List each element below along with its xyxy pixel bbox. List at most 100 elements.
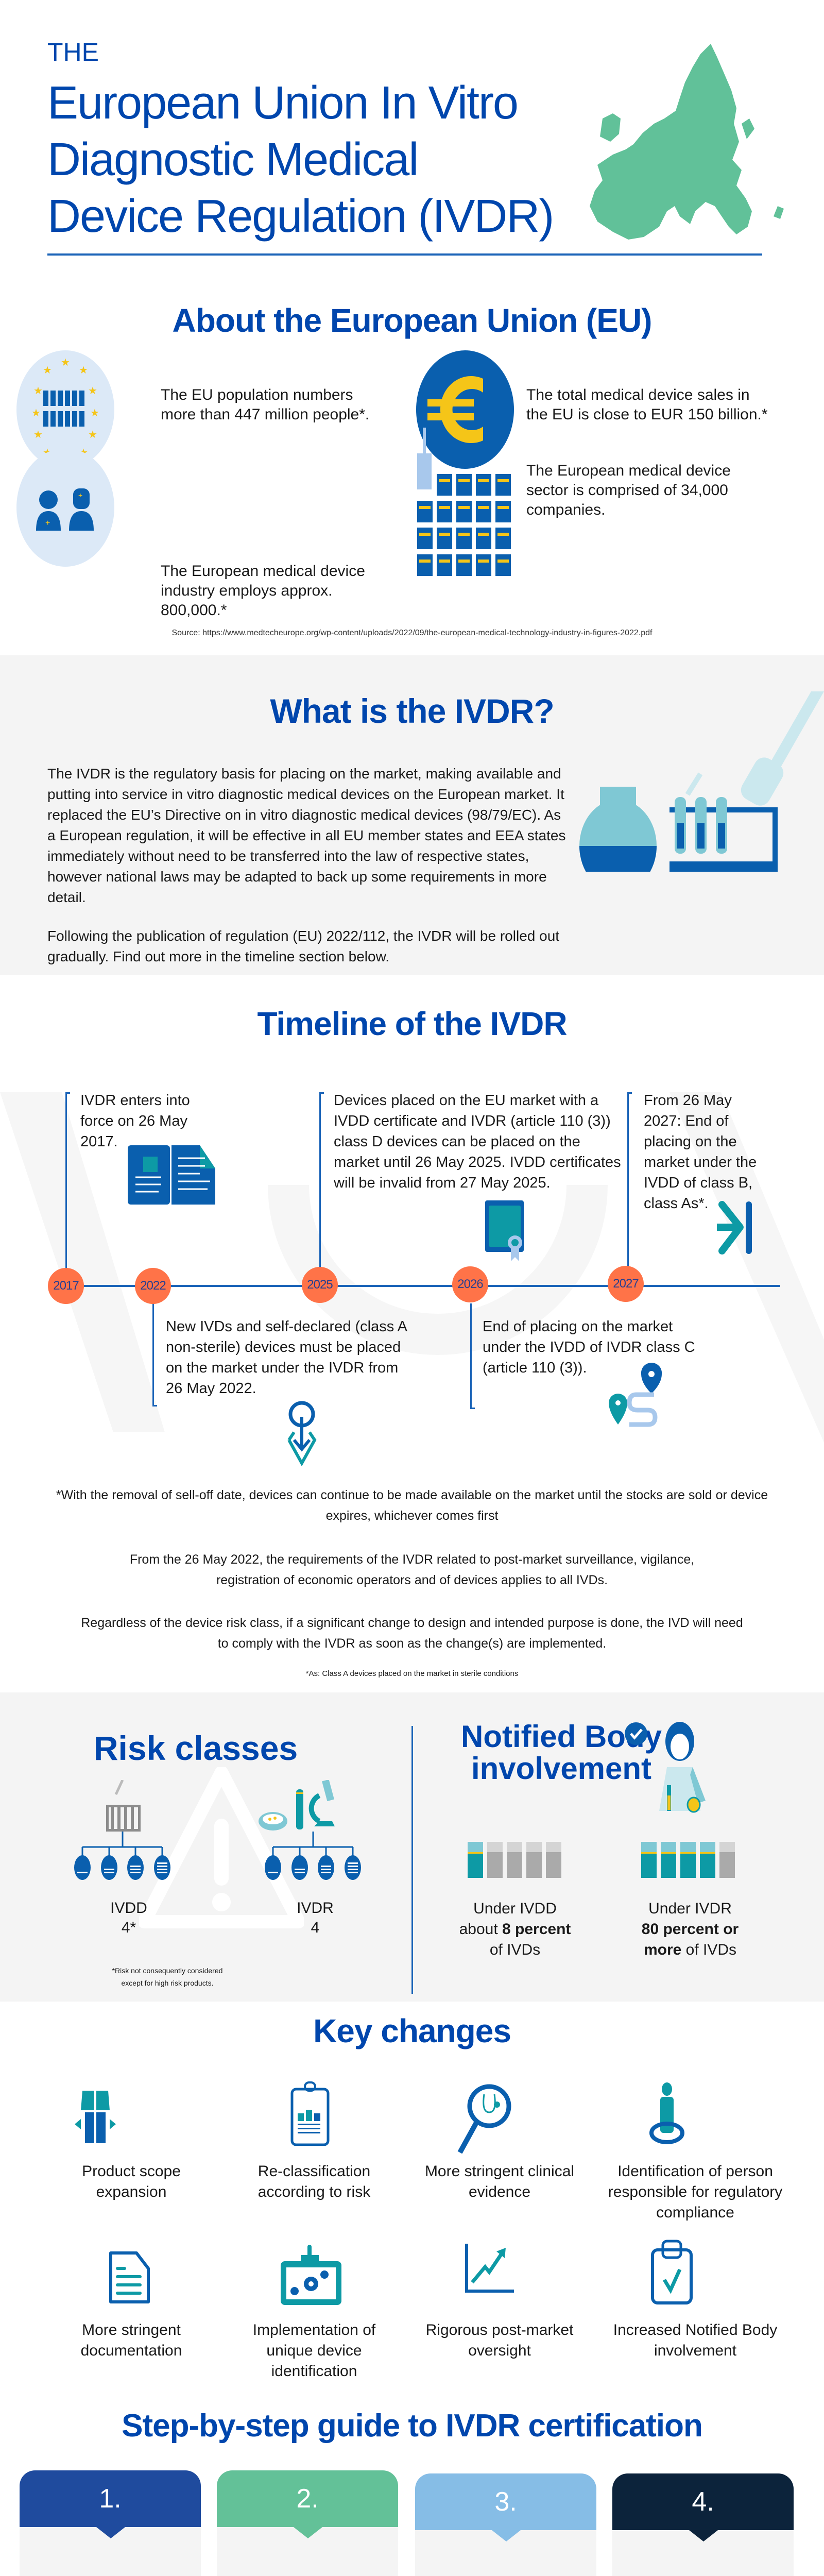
section-divider bbox=[411, 1726, 413, 1994]
step-4-number: 4. bbox=[612, 2473, 794, 2530]
timeline-tick bbox=[65, 1092, 70, 1094]
svg-text:★: ★ bbox=[43, 364, 52, 376]
what-is-paragraph-1: The IVDR is the regulatory basis for pla… bbox=[47, 766, 566, 905]
step-4-pointer bbox=[689, 2530, 718, 2541]
fact-population: The EU population numbers more than 447 … bbox=[161, 386, 370, 423]
step-3-pointer bbox=[492, 2530, 521, 2541]
ivdr-risk-label: IVDR 4 bbox=[297, 1900, 334, 1936]
year-2025-marker: 2025 bbox=[302, 1267, 338, 1303]
person-target-icon bbox=[649, 2082, 684, 2144]
key-change-label: Rigorous post-market oversight bbox=[425, 2321, 574, 2359]
box-expand-icon bbox=[75, 2091, 116, 2143]
europe-map-icon bbox=[590, 44, 784, 240]
year-2022-marker: 2022 bbox=[135, 1268, 171, 1304]
timeline-footnote: *As: Class A devices placed on the marke… bbox=[305, 1669, 519, 1678]
certificate-icon bbox=[485, 1200, 524, 1261]
svg-text:★: ★ bbox=[88, 428, 97, 440]
badge-gears-icon bbox=[281, 2245, 341, 2305]
what-is-title: What is the IVDR? bbox=[270, 692, 554, 730]
reclassification-chart-icon bbox=[290, 2081, 330, 2146]
key-change-label: More stringent clinical evidence bbox=[424, 2163, 575, 2200]
timeline-tick bbox=[470, 1408, 475, 1409]
ivdd-risk-tree bbox=[74, 1780, 170, 1880]
about-source: Source: https://www.medtecheurope.org/wp… bbox=[171, 629, 653, 637]
euro-icon bbox=[416, 350, 514, 469]
svg-text:+: + bbox=[45, 519, 50, 528]
companies-buildings-icon bbox=[416, 428, 514, 577]
lab-flask-icon bbox=[579, 691, 824, 872]
ivdr-risk-tree bbox=[259, 1780, 361, 1880]
hero-kicker: THE bbox=[47, 38, 99, 66]
year-2027-marker: 2027 bbox=[608, 1266, 644, 1302]
key-change-label: More stringent documentation bbox=[80, 2321, 182, 2359]
key-change-label: Identification of person responsible for… bbox=[608, 2163, 783, 2221]
timeline-note-1: *With the removal of sell-off date, devi… bbox=[56, 1488, 768, 1523]
notified-body-title: Notified Body involvement bbox=[461, 1719, 662, 1786]
fact-companies: The European medical device sector is co… bbox=[526, 462, 731, 518]
year-2026-marker: 2026 bbox=[452, 1266, 488, 1302]
ivdr-vials-chart bbox=[641, 1842, 735, 1878]
ivdd-involvement-text: Under IVDD about 8 percent of IVDs bbox=[459, 1900, 571, 1958]
event-2025-text: Devices placed on the EU market with a I… bbox=[334, 1092, 621, 1191]
ivdd-vials-chart bbox=[468, 1842, 561, 1878]
timeline-tick bbox=[152, 1405, 157, 1406]
key-changes-title: Key changes bbox=[313, 2012, 511, 2049]
step-1-number: 1. bbox=[20, 2470, 201, 2527]
document-lines-icon bbox=[109, 2251, 150, 2303]
timeline-connector bbox=[65, 1092, 67, 1270]
svg-text:★: ★ bbox=[33, 428, 43, 440]
svg-text:★: ★ bbox=[31, 406, 41, 419]
year-2017-marker: 2017 bbox=[48, 1268, 84, 1304]
clipboard-check-icon bbox=[651, 2240, 693, 2304]
svg-text:★: ★ bbox=[79, 364, 88, 376]
watermark-logo bbox=[0, 1092, 824, 1443]
arrow-to-end-icon bbox=[717, 1201, 752, 1255]
key-change-label: Product scope expansion bbox=[82, 2163, 181, 2200]
timeline-title: Timeline of the IVDR bbox=[257, 1005, 567, 1042]
timeline-connector bbox=[470, 1303, 472, 1409]
step-1-pointer bbox=[96, 2527, 125, 2538]
timeline-tick bbox=[319, 1092, 324, 1094]
risk-title: Risk classes bbox=[93, 1729, 298, 1767]
warning-watermark-icon bbox=[139, 1767, 304, 1928]
key-change-label: Increased Notified Body involvement bbox=[613, 2321, 778, 2359]
event-2026-text: End of placing on the market under the I… bbox=[483, 1318, 695, 1376]
timeline-note-3: Regardless of the device risk class, if … bbox=[81, 1616, 743, 1651]
step-3-number: 3. bbox=[415, 2473, 596, 2530]
event-2022-text: New IVDs and self-declared (class A non-… bbox=[166, 1318, 407, 1397]
event-2027-text: From 26 May 2027: End of placing on the … bbox=[644, 1092, 757, 1212]
hero-divider bbox=[47, 253, 762, 256]
steps-title: Step-by-step guide to IVDR certification bbox=[122, 2408, 703, 2444]
step-2-pointer bbox=[294, 2527, 322, 2538]
svg-text:★: ★ bbox=[90, 406, 99, 419]
timeline-axis bbox=[64, 1285, 780, 1287]
key-change-label: Implementation of unique device identifi… bbox=[252, 2321, 376, 2380]
document-icon bbox=[128, 1145, 215, 1205]
ivdr-involvement-text: Under IVDR 80 percent or more of IVDs bbox=[641, 1900, 739, 1958]
timeline-tick bbox=[627, 1092, 632, 1094]
fact-sales: The total medical device sales in the EU… bbox=[526, 386, 768, 423]
svg-text:+: + bbox=[78, 491, 82, 499]
page-title: European Union In Vitro Diagnostic Medic… bbox=[47, 77, 554, 242]
scientist-icon bbox=[625, 1722, 706, 1813]
svg-text:★: ★ bbox=[61, 356, 70, 368]
fact-employment: The European medical device industry emp… bbox=[161, 563, 365, 619]
download-pin-icon bbox=[287, 1401, 317, 1466]
timeline-note-2: From the 26 May 2022, the requirements o… bbox=[129, 1552, 695, 1587]
timeline-connector bbox=[152, 1303, 154, 1406]
step-2-number: 2. bbox=[217, 2470, 398, 2527]
rising-chart-icon bbox=[465, 2244, 514, 2293]
svg-text:★: ★ bbox=[88, 384, 97, 397]
risk-footnote: *Risk not consequently considered except… bbox=[112, 1967, 223, 1987]
what-is-paragraph-2: Following the publication of regulation … bbox=[47, 928, 560, 964]
route-pins-icon bbox=[609, 1363, 662, 1427]
medical-staff-icon: + + bbox=[16, 448, 114, 567]
about-title: About the European Union (EU) bbox=[172, 302, 653, 339]
event-2017-text: IVDR enters into force on 26 May 2017. bbox=[80, 1092, 190, 1150]
magnifier-stethoscope-icon bbox=[457, 2084, 511, 2154]
ivdd-risk-label: IVDD 4* bbox=[110, 1900, 147, 1936]
key-change-label: Re-classification according to risk bbox=[258, 2163, 371, 2200]
risk-notified-section: Risk classes IVDD 4* IVDR 4 *Risk not co… bbox=[0, 1692, 824, 2002]
timeline-connector bbox=[319, 1092, 321, 1270]
what-is-section: What is the IVDR? The IVDR is the regula… bbox=[0, 655, 824, 975]
